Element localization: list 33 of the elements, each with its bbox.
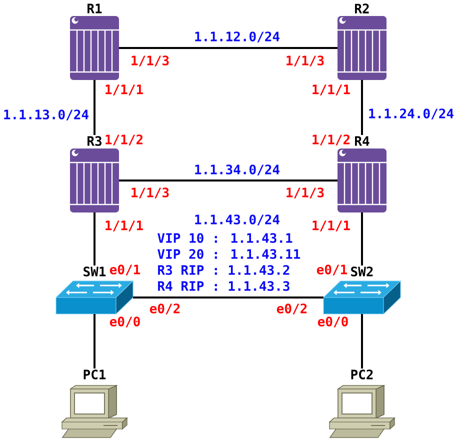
interface-label: 1/1/1 <box>312 220 350 232</box>
device-name: PC1 <box>84 370 106 380</box>
interface-label: 1/1/2 <box>312 134 350 146</box>
edge-label: 1.1.12.0/24 <box>195 32 280 42</box>
interface-label: 1/1/1 <box>106 220 143 232</box>
address-label: VIP 10 : 1.1.43.1 <box>158 233 292 243</box>
interface-label: 1/1/3 <box>286 188 324 198</box>
edge-label: 1.1.13.0/24 <box>4 110 88 120</box>
device-name: PC2 <box>351 370 373 380</box>
interface-label: e0/1 <box>110 264 140 276</box>
address-label: R4 RIP : 1.1.43.3 <box>158 281 290 291</box>
interface-label: e0/0 <box>110 316 140 328</box>
interface-label: 1/1/3 <box>286 56 324 66</box>
interface-label: 1/1/2 <box>106 134 142 146</box>
interface-label: e0/1 <box>316 264 348 276</box>
edge-label: 1.1.34.0/24 <box>195 164 280 176</box>
address-label: VIP 20 : 1.1.43.11 <box>158 249 300 259</box>
interface-label: e0/2 <box>276 304 307 314</box>
device-name: SW1 <box>84 266 106 276</box>
device-name: R3 <box>88 136 102 146</box>
interface-label: 1/1/1 <box>106 84 143 96</box>
device-name: R2 <box>355 4 369 14</box>
interface-label: 1/1/1 <box>312 84 350 96</box>
interface-label: e0/2 <box>150 304 180 314</box>
edge-label: 1.1.24.0/24 <box>369 108 454 120</box>
subnet-label: 1.1.43.0/24 <box>195 214 280 226</box>
device-name: R4 <box>355 136 370 146</box>
address-label: R3 RIP : 1.1.43.2 <box>158 265 290 275</box>
interface-label: 1/1/3 <box>132 56 169 66</box>
interface-label: e0/0 <box>318 316 348 328</box>
device-name: R1 <box>88 4 102 14</box>
interface-label: 1/1/3 <box>132 188 169 198</box>
device-name: SW2 <box>351 266 373 276</box>
